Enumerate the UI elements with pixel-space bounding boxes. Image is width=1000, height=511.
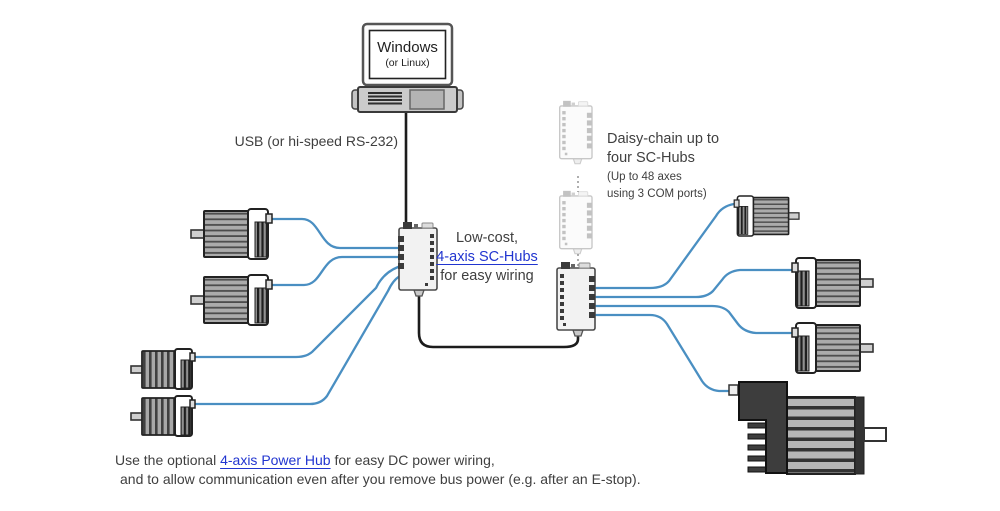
daisy-line2: four SC-Hubs [607, 150, 695, 166]
motor-left-3 [130, 348, 196, 390]
motor-right-large [728, 381, 887, 475]
power-hub-link[interactable]: 4-axis Power Hub [220, 452, 331, 468]
footer-line2: and to allow communication even after yo… [120, 471, 641, 487]
footer-line1: Use the optional 4-axis Power Hub for ea… [115, 451, 675, 470]
wire-motor-r3 [592, 304, 793, 335]
hub-caption-line2: for easy wiring [440, 268, 534, 284]
daisy-chain-caption: Daisy-chain up to four SC-Hubs (Up to 48… [607, 130, 737, 202]
motor-left-2 [190, 274, 273, 326]
motor-right-3 [791, 322, 874, 374]
ghost-hub-2 [559, 190, 593, 255]
daisy-note-line1: (Up to 48 axes [607, 171, 682, 183]
daisy-line1: Daisy-chain up to [607, 131, 720, 147]
sc-hub-2 [556, 261, 596, 337]
os-name: Windows [377, 39, 438, 56]
wire-motor-l3 [194, 264, 402, 359]
motor-left-1 [190, 208, 273, 260]
motor-left-4 [130, 395, 196, 437]
motor-shaft [863, 427, 887, 442]
os-alternative: (or Linux) [385, 57, 430, 69]
pc-tower [351, 86, 464, 113]
motor-head [738, 381, 788, 474]
sc-hub-caption: Low-cost, 4-axis SC-Hubs for easy wiring [434, 229, 540, 286]
wire-daisy-chain [417, 290, 580, 349]
motor-connector [728, 384, 739, 396]
motor-right-1 [733, 195, 800, 237]
wire-motor-r1 [592, 202, 738, 290]
ghost-hub-1 [559, 100, 593, 165]
footer-caption: Use the optional 4-axis Power Hub for ea… [115, 451, 675, 489]
usb-connection-label: USB (or hi-speed RS-232) [234, 133, 398, 149]
monitor-os-label: Windows (or Linux) [368, 39, 447, 69]
wire-motor-r2 [592, 268, 793, 299]
footer-line1-pre: Use the optional [115, 452, 221, 468]
daisy-note-line2: using 3 COM ports) [607, 188, 707, 200]
hub-caption-line1: Low-cost, [455, 230, 519, 246]
wire-motor-l1 [268, 217, 402, 250]
monitor-screen [368, 29, 447, 80]
motor-right-2 [791, 257, 874, 309]
wire-motor-r4 [592, 313, 732, 393]
wire-motor-l4 [194, 274, 402, 406]
sc-hubs-link[interactable]: 4-axis SC-Hubs [436, 249, 538, 265]
sc-hub-1 [397, 221, 438, 297]
pc-drive-bay [409, 89, 445, 110]
footer-line1-post: for easy DC power wiring, [330, 452, 495, 468]
computer [351, 22, 464, 113]
wire-motor-l2 [268, 255, 402, 287]
